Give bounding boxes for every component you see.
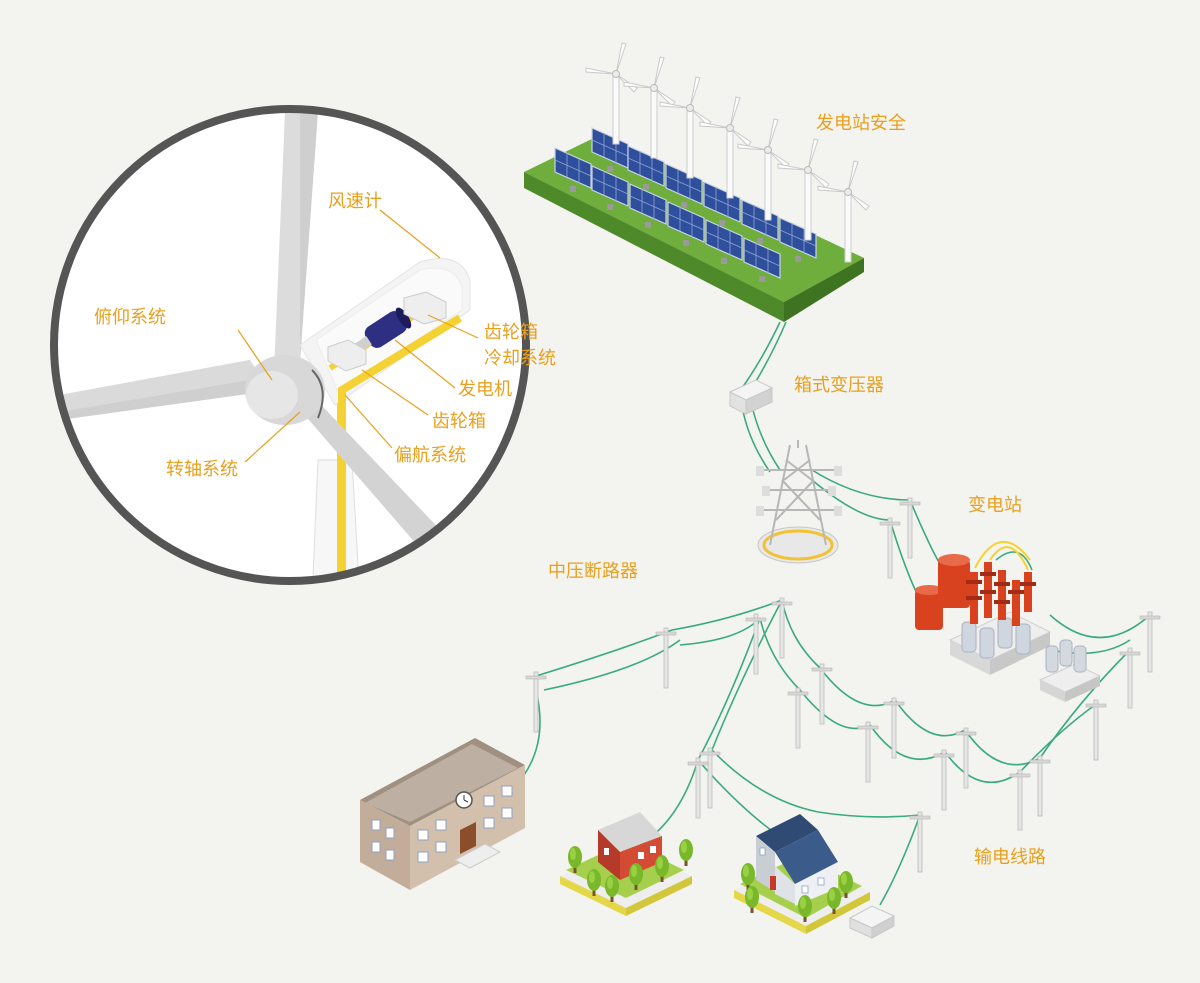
power-wires xyxy=(523,321,1151,906)
grey-house xyxy=(734,814,870,934)
label-gearbox-cooling-line2: 冷却系统 xyxy=(484,348,556,369)
turbine-detail-circle xyxy=(50,105,530,585)
label-gearbox-cooling-line1: 齿轮箱 xyxy=(484,322,538,343)
label-gearbox: 齿轮箱 xyxy=(432,411,486,432)
power-plant xyxy=(524,42,870,322)
label-yaw-system: 偏航系统 xyxy=(394,445,466,466)
label-gearbox-cooling: 齿轮箱 冷却系统 xyxy=(484,320,556,372)
transmission-tower xyxy=(756,440,842,564)
office-building xyxy=(360,738,525,890)
label-plant-safety: 发电站安全 xyxy=(816,113,906,134)
substation xyxy=(915,541,1102,702)
label-transmission-line: 输电线路 xyxy=(974,847,1046,868)
label-pitch-system: 俯仰系统 xyxy=(94,307,166,328)
ground-transformer xyxy=(848,905,896,939)
label-box-transformer: 箱式变压器 xyxy=(794,375,884,396)
label-anemometer: 风速计 xyxy=(328,191,382,212)
label-substation: 变电站 xyxy=(968,495,1022,516)
label-shaft-system: 转轴系统 xyxy=(166,459,238,480)
label-mv-breaker: 中压断路器 xyxy=(548,561,638,582)
label-generator: 发电机 xyxy=(458,379,512,400)
box-transformer xyxy=(728,379,774,415)
red-house xyxy=(560,812,693,916)
